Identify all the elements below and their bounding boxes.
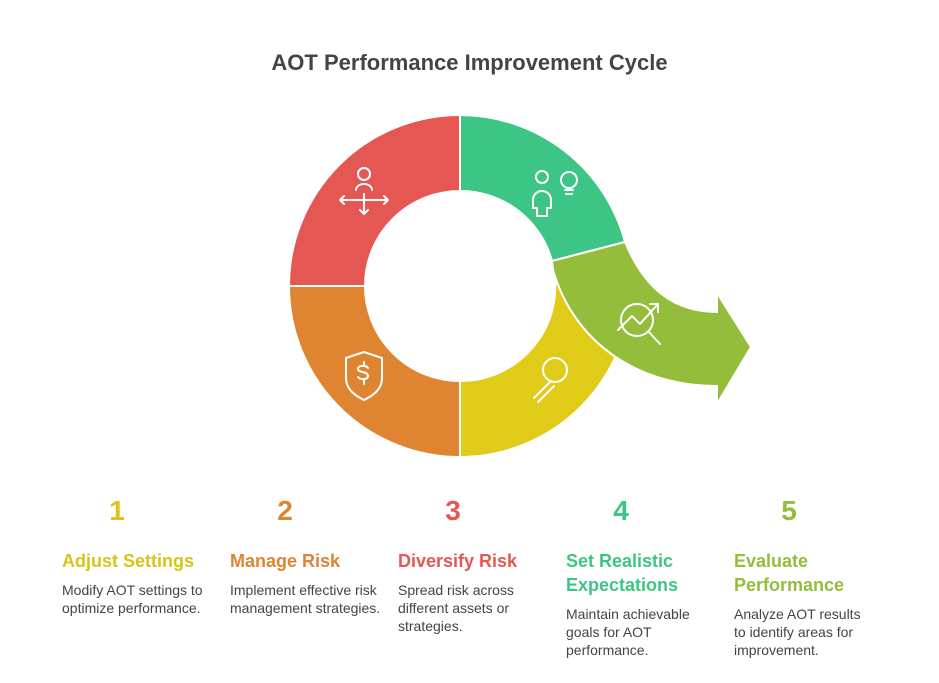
step-description: Maintain achievable goals for AOT perfor…: [566, 606, 690, 658]
person-arrows-icon: [339, 167, 389, 215]
step-title: Evaluate Performance: [734, 551, 845, 595]
step-number: 5: [781, 495, 797, 526]
diagram-title: AOT Performance Improvement Cycle: [271, 50, 668, 75]
step-number: 3: [445, 495, 461, 526]
shield-dollar-icon: [345, 351, 383, 401]
step-title: Manage Risk: [230, 551, 341, 571]
step-2: 2 Manage Risk Implement effective risk m…: [230, 495, 385, 617]
person-idea-icon: [532, 170, 578, 217]
step-number: 4: [613, 495, 629, 526]
step-5: 5 Evaluate Performance Analyze AOT resul…: [734, 495, 874, 659]
step-description: Modify AOT settings to optimize performa…: [62, 582, 203, 616]
segment-evaluate-arrow: [550, 240, 753, 408]
step-description: Spread risk across different assets or s…: [398, 582, 514, 634]
analysis-icon: [617, 303, 661, 345]
step-description: Analyze AOT results to identify areas fo…: [734, 606, 861, 658]
step-4: 4 Set Realistic Expectations Maintain ac…: [566, 495, 706, 659]
step-1: 1 Adjust Settings Modify AOT settings to…: [62, 495, 217, 617]
step-title: Adjust Settings: [62, 551, 195, 571]
step-3: 3 Diversify Risk Spread risk across diff…: [398, 495, 553, 635]
step-description: Implement effective risk management stra…: [230, 582, 381, 616]
step-number: 2: [277, 495, 293, 526]
step-title: Set Realistic Expectations: [566, 551, 679, 595]
step-title: Diversify Risk: [398, 551, 518, 571]
segment-manage-risk: [287, 285, 461, 459]
segment-set-expectations: [459, 113, 627, 263]
step-number: 1: [109, 495, 125, 526]
wrench-gear-icon: [533, 357, 568, 403]
